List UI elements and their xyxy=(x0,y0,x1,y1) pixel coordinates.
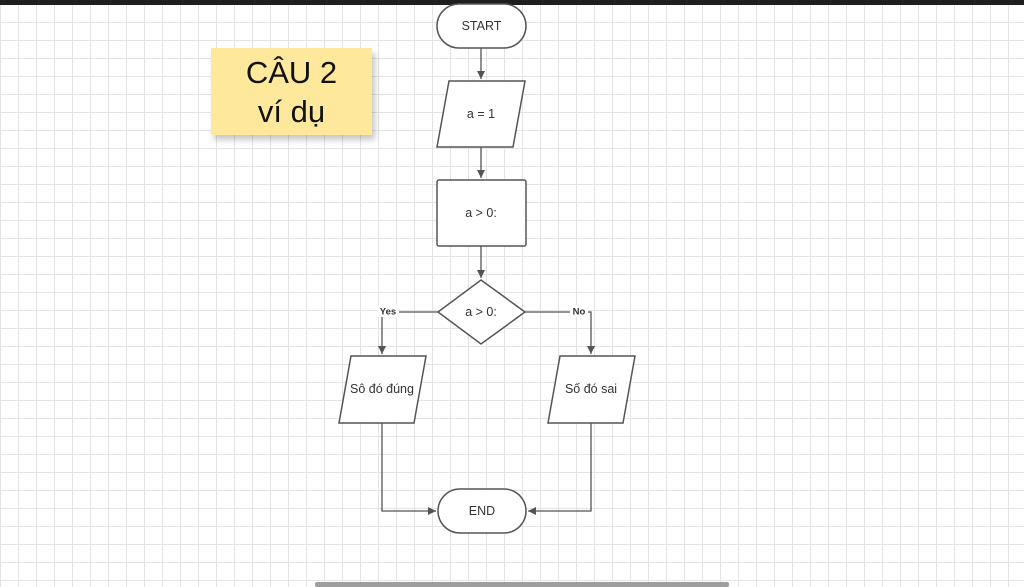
edge-label-no: No xyxy=(573,307,586,318)
no-label-bg xyxy=(570,305,588,317)
node-decision-label: a > 0: xyxy=(465,305,497,319)
edge-label-yes: Yes xyxy=(380,307,396,318)
node-process-label: a > 0: xyxy=(465,206,497,220)
node-output-true[interactable]: Sô đó đúng xyxy=(338,355,427,424)
edge-decision-yes xyxy=(378,311,438,354)
node-start[interactable]: START xyxy=(436,3,527,49)
node-output-true-label: Sô đó đúng xyxy=(350,382,414,396)
node-input-label: a = 1 xyxy=(467,107,495,121)
node-input[interactable]: a = 1 xyxy=(436,80,526,148)
node-output-false-label: Số đó sai xyxy=(565,382,617,396)
edge-true-to-end xyxy=(381,423,436,515)
edge-decision-no xyxy=(525,311,595,354)
yes-label-bg xyxy=(377,305,399,317)
sticky-note[interactable]: CÂU 2 ví dụ xyxy=(211,48,372,135)
node-process[interactable]: a > 0: xyxy=(436,179,527,247)
node-end-label: END xyxy=(469,504,495,518)
node-end[interactable]: END xyxy=(437,488,527,534)
sticky-note-title: CÂU 2 xyxy=(245,54,338,90)
top-toolbar-strip xyxy=(0,0,1024,5)
node-decision[interactable]: a > 0: xyxy=(436,279,527,345)
edge-false-to-end xyxy=(528,423,592,515)
sticky-note-subtitle: ví dụ xyxy=(257,93,326,129)
node-output-false[interactable]: Số đó sai xyxy=(547,355,636,424)
node-start-label: START xyxy=(462,19,502,33)
horizontal-scrollbar[interactable] xyxy=(315,582,729,587)
